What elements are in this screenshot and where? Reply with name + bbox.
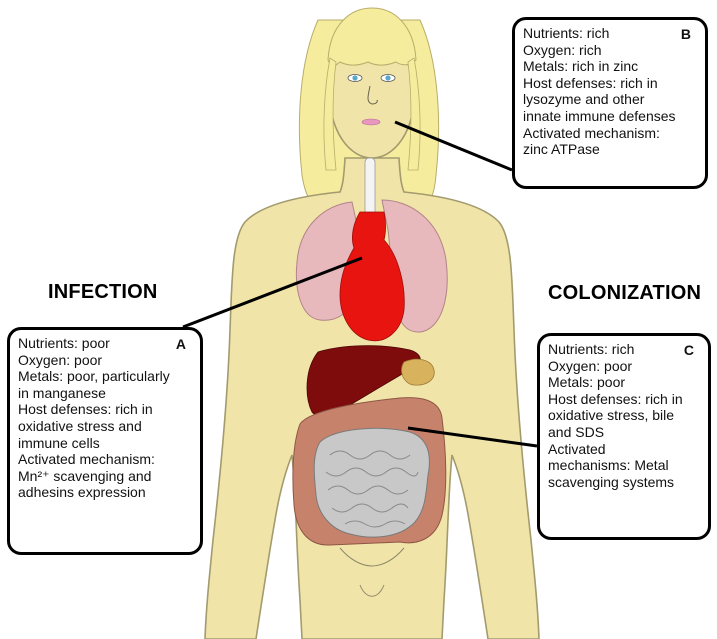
box-b-line: Metals: rich in zinc <box>523 58 697 75</box>
box-c-line: mechanisms: Metal <box>548 457 700 474</box>
box-c-line: Metals: poor <box>548 374 700 391</box>
box-c-line: scavenging systems <box>548 474 700 491</box>
box-c-line: Oxygen: poor <box>548 358 700 375</box>
box-b-line: lysozyme and other <box>523 91 697 108</box>
box-c-line: Activated <box>548 441 700 458</box>
box-a-line: immune cells <box>18 435 192 452</box>
box-a-line: in manganese <box>18 385 192 402</box>
box-a-line: Metals: poor, particularly <box>18 368 192 385</box>
box-b-line: Oxygen: rich <box>523 42 697 59</box>
box-a-line: Oxygen: poor <box>18 352 192 369</box>
info-box-c: C Nutrients: rich Oxygen: poor Metals: p… <box>537 333 711 540</box>
info-box-a: A Nutrients: poor Oxygen: poor Metals: p… <box>7 327 203 555</box>
box-a-line: oxidative stress and <box>18 418 192 435</box>
mouth <box>362 119 380 125</box>
box-a-line: Nutrients: poor <box>18 335 192 352</box>
gallbladder <box>402 359 435 385</box>
right-pupil <box>385 75 390 80</box>
trachea <box>365 158 375 216</box>
box-c-line: oxidative stress, bile <box>548 407 700 424</box>
box-b-line: Host defenses: rich in <box>523 75 697 92</box>
small-intestine <box>314 428 429 537</box>
box-tag-b: B <box>681 26 691 43</box>
info-box-b: B Nutrients: rich Oxygen: rich Metals: r… <box>512 17 708 189</box>
box-a-line: Activated mechanism: <box>18 451 192 468</box>
box-b-line: Nutrients: rich <box>523 25 697 42</box>
box-b-line: Activated mechanism: <box>523 125 697 142</box>
box-b-line: zinc ATPase <box>523 141 697 158</box>
hair-front <box>328 8 416 65</box>
box-a-line: Mn²⁺ scavenging and <box>18 468 192 485</box>
box-tag-a: A <box>176 336 186 353</box>
box-tag-c: C <box>684 342 694 359</box>
left-pupil <box>352 75 357 80</box>
box-a-line: adhesins expression <box>18 484 192 501</box>
heading-infection: INFECTION <box>48 281 158 304</box>
box-c-line: and SDS <box>548 424 700 441</box>
box-a-line: Host defenses: rich in <box>18 401 192 418</box>
box-c-line: Nutrients: rich <box>548 341 700 358</box>
heading-colonization: COLONIZATION <box>548 282 701 305</box>
box-b-line: innate immune defenses <box>523 108 697 125</box>
box-c-line: Host defenses: rich in <box>548 391 700 408</box>
